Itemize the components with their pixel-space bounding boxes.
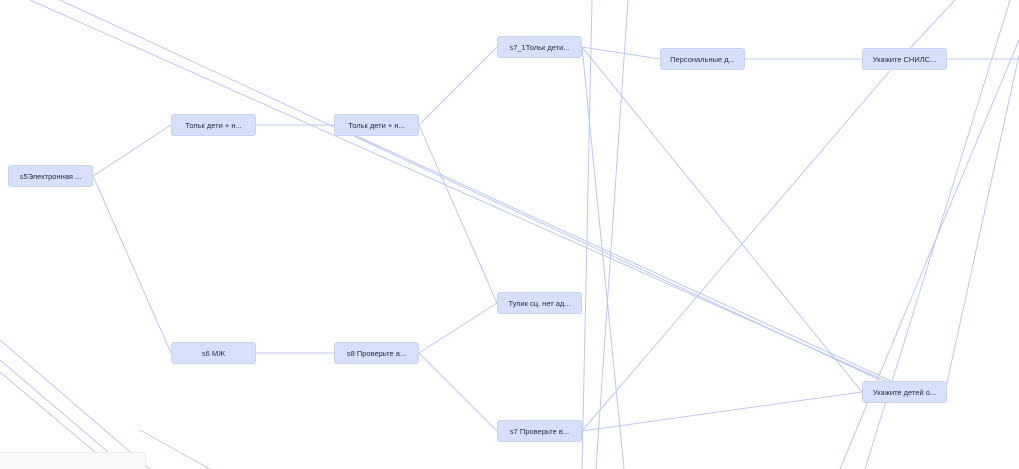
edge-long-2 (59, 0, 881, 381)
edge-long-3 (349, 132, 901, 386)
diagram-node[interactable]: s6 МЖ (171, 342, 256, 364)
edge-n6-n9 (581, 46, 661, 60)
edge-n5-n7 (418, 302, 498, 354)
edge-n4-n7 (418, 124, 498, 304)
edge-n8-n11 (581, 391, 863, 432)
edge-n5-n8 (418, 352, 498, 432)
edge-n4-n6 (418, 46, 498, 126)
edge-n1-n3 (92, 175, 172, 354)
diagram-node[interactable]: Тольк дети + н... (334, 114, 419, 136)
edge-steep-2 (595, 0, 629, 469)
edge-long-1 (29, 0, 896, 386)
diagram-node[interactable]: Тупик сц. нет ад... (497, 292, 582, 314)
diagram-node[interactable]: s7 Проверьте в... (497, 420, 582, 442)
edge-n1-n2 (92, 124, 172, 177)
diagram-node[interactable]: Тольк дети + н... (171, 114, 256, 136)
edge-n8-n10 (581, 58, 901, 432)
edge-bl-1 (0, 339, 151, 469)
edge-right-5 (839, 39, 1019, 469)
edge-n6-n11 (581, 46, 863, 393)
edge-bl-4 (139, 429, 211, 469)
diagram-node[interactable]: Персональные д... (660, 48, 745, 70)
edge-steep-1 (581, 0, 593, 469)
edge-bl-2 (0, 359, 129, 469)
diagram-node[interactable]: s5Электронная ... (8, 165, 93, 187)
diagram-node[interactable]: s7_1Тольк дети... (497, 36, 582, 58)
diagram-node[interactable]: Укажите СНИЛС... (862, 48, 947, 70)
diagram-node[interactable]: s8 Проверьте а... (334, 342, 419, 364)
minimap-panel[interactable] (0, 452, 146, 469)
diagram-node[interactable]: Укажите детей о... (862, 381, 947, 403)
edge-steep-3 (581, 46, 625, 469)
edge-right-3 (944, 54, 1019, 393)
